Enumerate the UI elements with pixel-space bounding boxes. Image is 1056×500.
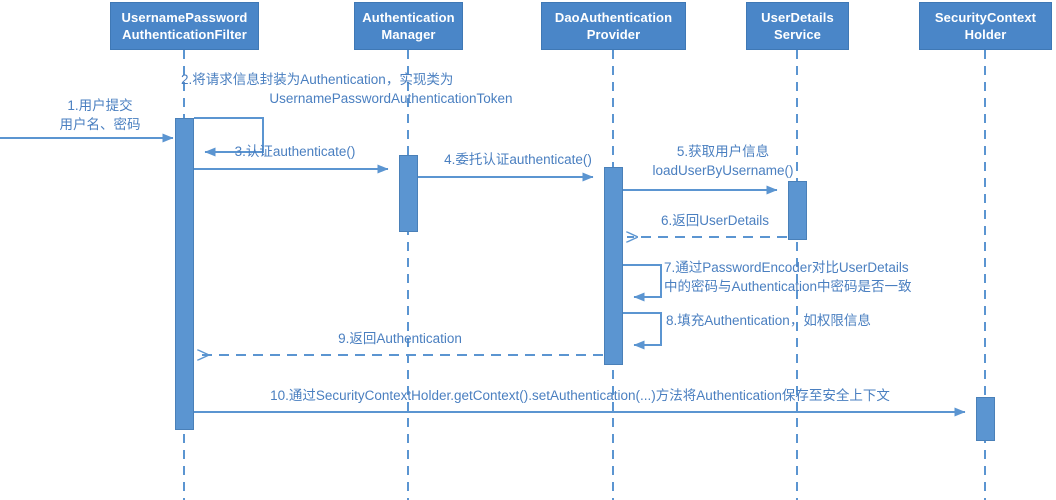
participant-provider-line1: DaoAuthentication [554, 10, 673, 25]
participant-userdetails[interactable]: UserDetails Service [746, 2, 849, 50]
participant-filter[interactable]: UsernamePassword AuthenticationFilter [110, 2, 259, 50]
message-label-1-line2: 用户名、密码 [59, 117, 141, 132]
message-label-6-line1: 6.返回UserDetails [660, 213, 770, 228]
activation-bar-contextholder [976, 397, 995, 441]
participant-contextholder-line2: Holder [964, 27, 1007, 42]
activation-bar-filter [175, 118, 194, 430]
message-label-8-line1: 8.填充Authentication，如权限信息 [666, 313, 871, 328]
message-label-7: 7.通过PasswordEncoder对比UserDetails 中的密码与Au… [664, 258, 994, 296]
message-label-7-line1: 7.通过PasswordEncoder对比UserDetails [664, 260, 909, 275]
participant-userdetails-line2: Service [774, 27, 821, 42]
message-label-10-line1: 10.通过SecurityContextHolder.getContext().… [270, 388, 890, 403]
message-label-5: 5.获取用户信息 loadUserByUsername() [628, 142, 818, 180]
message-label-4: 4.委托认证authenticate() [423, 150, 613, 169]
message-label-2: 2.将请求信息封装为Authentication，实现类为 UsernamePa… [181, 70, 601, 108]
participant-filter-line2: AuthenticationFilter [122, 27, 247, 42]
participant-manager[interactable]: Authentication Manager [354, 2, 463, 50]
activation-bar-manager [399, 155, 418, 232]
participant-provider-line2: Provider [586, 27, 641, 42]
message-label-5-line1: 5.获取用户信息 [676, 144, 770, 159]
message-arrow-7 [623, 264, 662, 302]
message-label-3-line1: 3.认证authenticate() [234, 144, 356, 159]
message-label-9: 9.返回Authentication [290, 329, 510, 348]
message-label-8: 8.填充Authentication，如权限信息 [666, 311, 996, 330]
activation-bar-userdetails [788, 181, 807, 240]
participant-contextholder[interactable]: SecurityContext Holder [919, 2, 1052, 50]
participant-provider[interactable]: DaoAuthentication Provider [541, 2, 686, 50]
participant-manager-line2: Manager [381, 27, 436, 42]
message-label-2-line1: 2.将请求信息封装为Authentication，实现类为 [181, 72, 454, 87]
message-label-2-line2: UsernamePasswordAuthenticationToken [269, 91, 513, 106]
message-label-6: 6.返回UserDetails [625, 211, 805, 230]
participant-filter-line1: UsernamePassword [121, 10, 248, 25]
message-label-1: 1.用户提交 用户名、密码 [30, 96, 170, 134]
message-arrow-2 [194, 117, 264, 157]
message-label-5-line2: loadUserByUsername() [652, 163, 794, 178]
message-arrow-8 [623, 312, 662, 350]
participant-contextholder-line1: SecurityContext [934, 10, 1037, 25]
message-label-3: 3.认证authenticate() [205, 142, 385, 161]
message-label-4-line1: 4.委托认证authenticate() [444, 152, 592, 167]
activation-bar-provider [604, 167, 623, 365]
message-arrows [0, 117, 966, 417]
message-label-9-line1: 9.返回Authentication [338, 331, 462, 346]
message-label-7-line2: 中的密码与Authentication中密码是否一致 [664, 279, 912, 294]
message-label-10: 10.通过SecurityContextHolder.getContext().… [200, 386, 960, 405]
participant-userdetails-line1: UserDetails [761, 10, 834, 25]
participant-manager-line1: Authentication [362, 10, 455, 25]
message-label-1-line1: 1.用户提交 [67, 98, 133, 113]
